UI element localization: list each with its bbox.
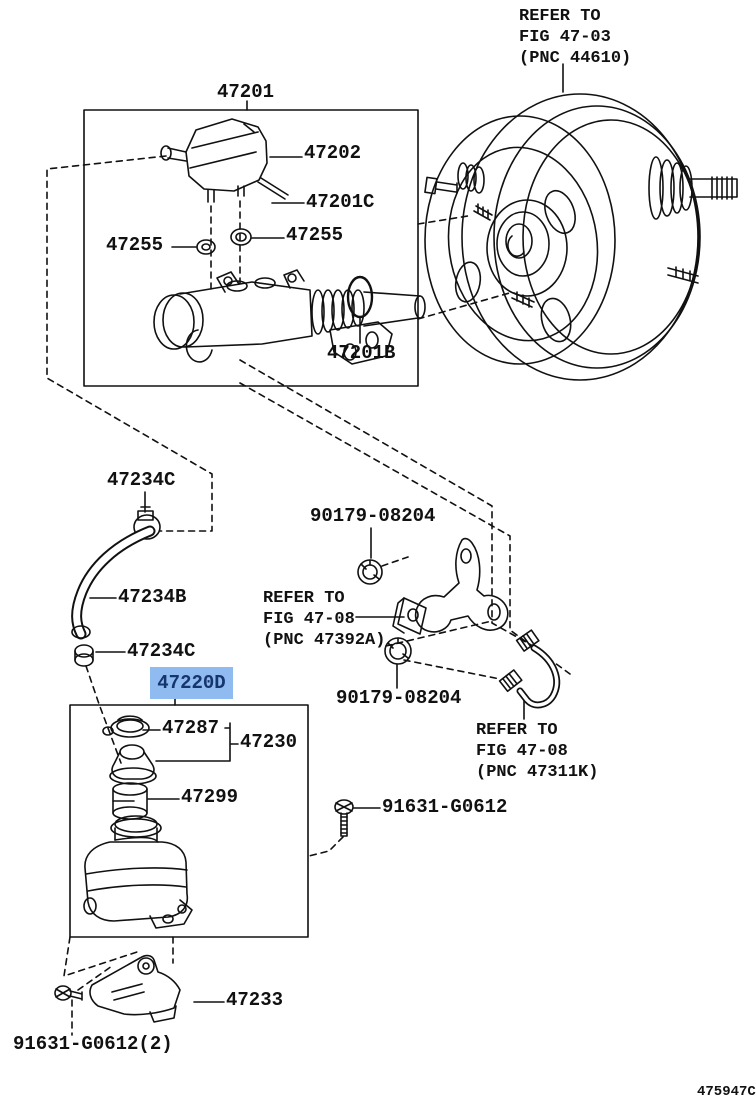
part-label-47202[interactable]: 47202 <box>304 142 362 164</box>
o-ring-47201b <box>346 275 374 319</box>
note-refer-fig47-03: REFER TO FIG 47-03 (PNC 44610) <box>519 7 632 68</box>
filter-47299 <box>112 782 148 820</box>
part-label-47201b[interactable]: 47201B <box>327 342 396 364</box>
leader-lines <box>89 63 564 1003</box>
part-label-47230[interactable]: 47230 <box>240 731 298 753</box>
bolt-91631-left <box>54 985 83 1001</box>
assembly-box-47220d <box>69 704 309 938</box>
pin-47201c <box>257 177 289 200</box>
cap-47287 <box>102 715 150 738</box>
part-label-47255-right[interactable]: 47255 <box>286 224 344 246</box>
clamp-47234c-bottom <box>74 644 94 667</box>
part-label-47234c-top[interactable]: 47234C <box>107 469 176 491</box>
part-label-47255-left[interactable]: 47255 <box>106 234 164 256</box>
bolt-91631-right <box>334 799 354 837</box>
part-label-47299[interactable]: 47299 <box>181 786 239 808</box>
part-label-47201[interactable]: 47201 <box>217 81 275 103</box>
part-label-47201c[interactable]: 47201C <box>306 191 375 213</box>
part-label-47233[interactable]: 47233 <box>226 989 284 1011</box>
brake-line-47311k <box>498 629 561 709</box>
master-cylinder-illustration <box>153 269 426 365</box>
part-label-91631[interactable]: 91631-G0612 <box>382 796 508 818</box>
part-label-47234b[interactable]: 47234B <box>118 586 187 608</box>
part-label-90179-top[interactable]: 90179-08204 <box>310 505 436 527</box>
brake-booster-illustration <box>424 93 738 381</box>
nut-90179-bottom <box>384 637 412 665</box>
grommet-47255-right <box>230 228 252 246</box>
note-refer-fig47-08-47311k: REFER TO FIG 47-08 (PNC 47311K) <box>476 721 599 782</box>
hose-47234b <box>71 506 161 640</box>
part-label-90179-bottom[interactable]: 90179-08204 <box>336 687 462 709</box>
part-label-47287[interactable]: 47287 <box>162 717 220 739</box>
part-label-47234c-bottom[interactable]: 47234C <box>127 640 196 662</box>
nut-90179-top <box>357 559 383 585</box>
assembly-box-47201 <box>83 109 419 387</box>
reservoir-tank-47202 <box>160 118 268 203</box>
note-refer-fig47-08-47392a: REFER TO FIG 47-08 (PNC 47392A) <box>263 589 386 650</box>
reservoir-tank-lower <box>83 815 193 929</box>
bracket-47392a <box>392 537 509 635</box>
diaphragm-47230 <box>109 744 157 785</box>
diagram-code: 475947C <box>697 1084 756 1100</box>
grommet-47255-left <box>196 239 216 255</box>
part-label-91631-x2[interactable]: 91631-G0612(2) <box>13 1033 173 1055</box>
selected-part-label-47220d[interactable]: 47220D <box>150 667 233 699</box>
assembly-dashed-lines <box>46 155 571 1036</box>
bracket-47233 <box>89 954 181 1023</box>
